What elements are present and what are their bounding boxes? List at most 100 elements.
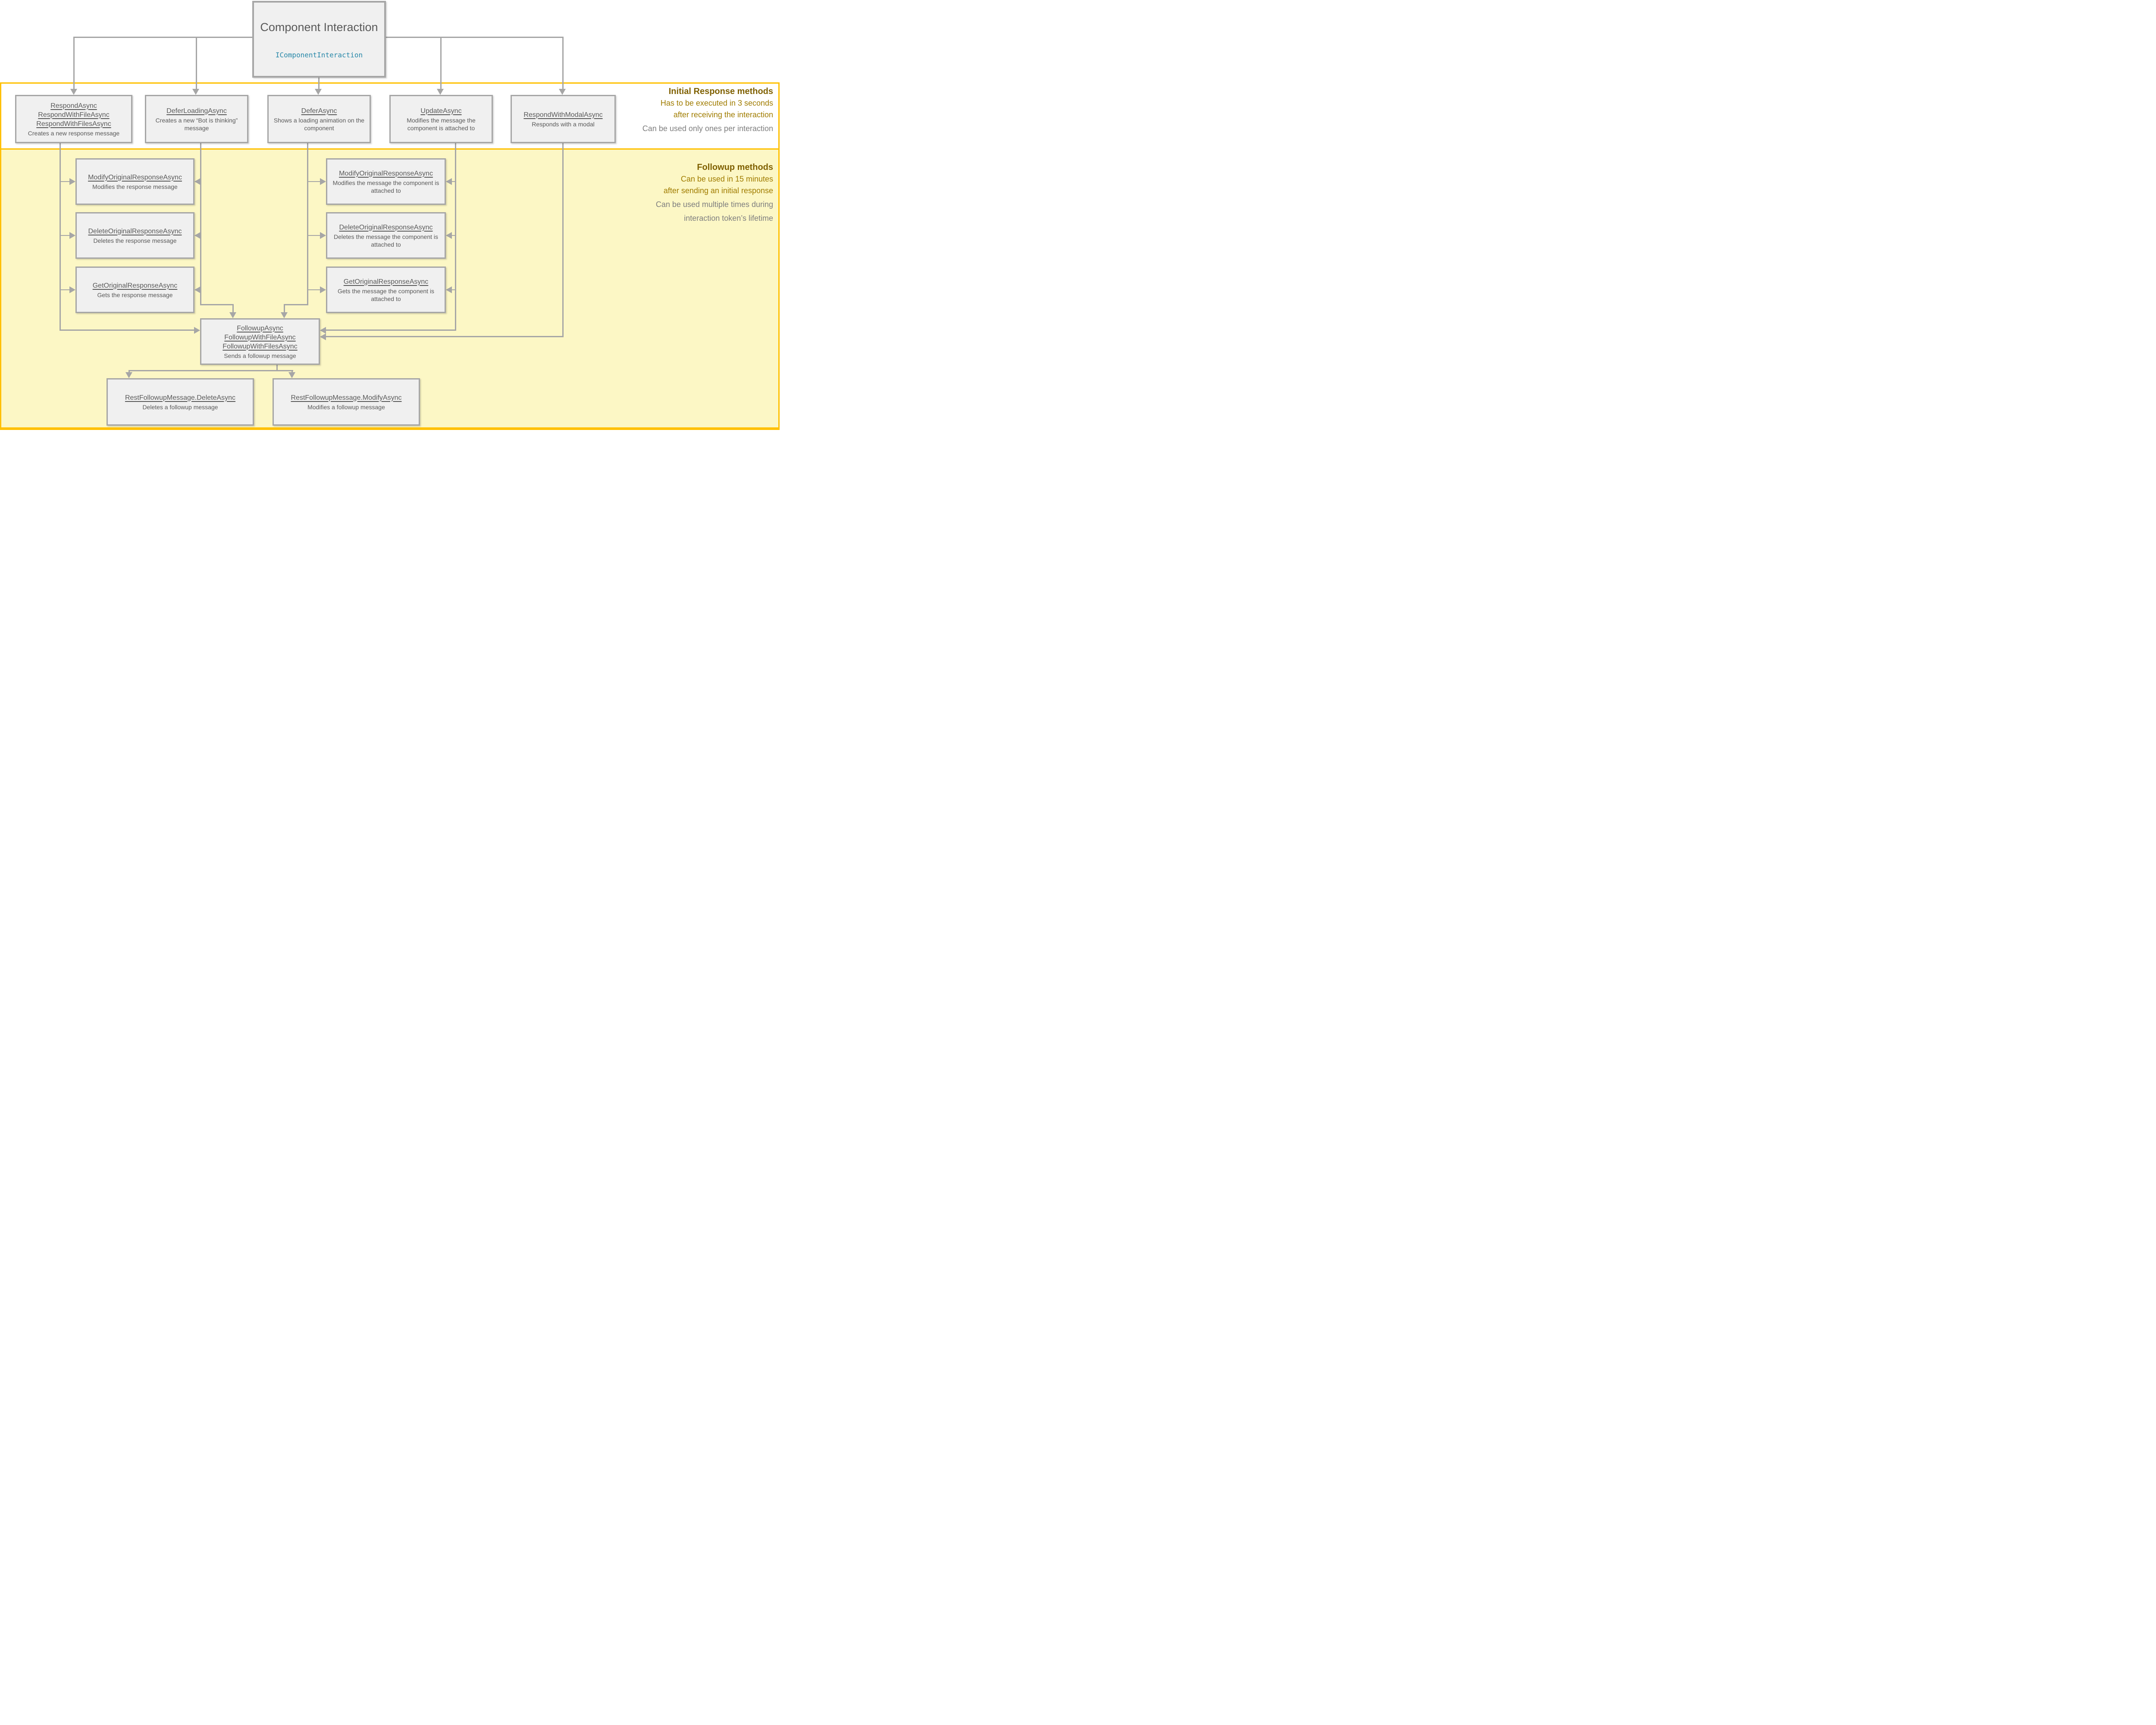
followup-note-line1: Can be used in 15 minutes [680,175,773,183]
arrowhead-right-icon [194,327,200,334]
arrowhead-down-icon [192,89,199,95]
node-respondasync: RespondAsync RespondWithFileAsync Respon… [15,95,132,143]
method-description: Responds with a modal [532,120,595,128]
node-modifyoriginalresponse-left: ModifyOriginalResponseAsync Modifies the… [75,158,194,205]
arrowhead-down-icon [315,89,322,95]
connector-trunk-modal [562,143,564,337]
arrowhead-right-icon [69,178,75,185]
method-label: GetOriginalResponseAsync [92,282,178,289]
arrowhead-left-icon [320,327,326,334]
root-node-interface: IComponentInteraction [275,51,363,59]
node-deleteoriginalresponse-left: DeleteOriginalResponseAsync Deletes the … [75,212,194,259]
method-description: Deletes the response message [93,237,177,244]
arrowhead-right-icon [69,232,75,239]
arrowhead-left-icon [320,333,326,340]
arrowhead-down-icon [229,312,236,318]
node-deleteoriginalresponse-mid: DeleteOriginalResponseAsync Deletes the … [326,212,446,259]
arrowhead-left-icon [446,232,452,239]
connector-deferasync-elbow [284,304,308,305]
method-label: FollowupWithFileAsync [224,333,296,341]
method-label: FollowupAsync [237,324,283,332]
method-label: RespondAsync [50,102,97,110]
method-description: Gets the message the component is attach… [337,287,435,302]
node-getoriginalresponse-left: GetOriginalResponseAsync Gets the respon… [75,267,194,313]
method-label: DeferAsync [301,107,337,115]
root-node-component-interaction: Component Interaction IComponentInteract… [252,1,386,78]
followup-note-gray1: Can be used multiple times during [655,200,773,209]
connector-deferloading-elbow [200,304,234,305]
method-description: Gets the response message [97,291,173,298]
method-description: Creates a new “Bot is thinking” message [155,116,238,132]
method-label: RespondWithModalAsync [523,111,603,119]
node-getoriginalresponse-mid: GetOriginalResponseAsync Gets the messag… [326,267,446,313]
connector-drop-respondasync [73,37,75,90]
method-label: DeleteOriginalResponseAsync [339,223,433,231]
connector-drop-updateasync [440,37,442,90]
arrowhead-down-icon [437,89,444,95]
connector-top-right [386,37,564,38]
connector-hub-downstub [276,365,278,371]
connector-modal-to-hub [326,336,564,337]
method-label: RespondWithFilesAsync [36,120,111,128]
followup-band-labels: Followup methods Can be used in 15 minut… [656,161,773,224]
arrowhead-right-icon [320,286,326,293]
node-deferasync: DeferAsync Shows a loading animation on … [267,95,371,143]
method-label: RestFollowupMessage.ModifyAsync [291,394,402,401]
initial-band-labels: Initial Response methods Has to be execu… [642,85,773,135]
connector-branch [61,181,69,182]
method-description: Modifies the message the component is at… [407,116,476,132]
method-label: DeleteOriginalResponseAsync [88,227,182,235]
method-label: UpdateAsync [420,107,462,115]
method-description: Modifies the response message [92,183,178,190]
connector-drop-modal [562,37,564,90]
node-updateasync: UpdateAsync Modifies the message the com… [389,95,493,143]
connector-drop-modifyfollowup [291,370,293,373]
node-deferloadingasync: DeferLoadingAsync Creates a new “Bot is … [145,95,248,143]
method-description: Deletes a followup message [142,403,218,411]
method-label: DeferLoadingAsync [166,107,227,115]
connector-branch [452,235,456,236]
arrowhead-left-icon [446,286,452,293]
arrowhead-down-icon [125,372,132,378]
arrowhead-left-icon [194,178,201,185]
connector-branch [308,181,320,182]
connector-drop-deletefollowup [128,370,130,373]
node-modifyoriginalresponse-mid: ModifyOriginalResponseAsync Modifies the… [326,158,446,205]
method-description: Modifies a followup message [307,403,385,411]
method-label: RespondWithFileAsync [38,111,110,119]
connector-trunk-respondasync [60,143,61,330]
arrowhead-left-icon [446,178,452,185]
connector-trunk-updateasync [455,143,456,331]
followup-note-line2: after sending an initial response [663,186,773,195]
connector-hub-bottom-spread [128,370,293,371]
connector-trunk-deferasync [307,143,308,305]
connector-drop-deferasync [318,78,320,90]
connector-branch [452,289,456,290]
connector-branch [308,289,320,290]
initial-methods-heading: Initial Response methods [668,87,773,96]
connector-drop-deferloading [196,37,197,90]
arrowhead-right-icon [69,286,75,293]
connector-branch [308,235,320,236]
connector-branch [61,289,69,290]
arrowhead-right-icon [320,178,326,185]
connector-trunk-deferloading [200,143,201,305]
connector-deferloading-downstub [232,304,234,314]
initial-note-line1: Has to be executed in 3 seconds [660,99,773,107]
method-label: GetOriginalResponseAsync [343,278,429,285]
connector-respondasync-to-hub [60,329,194,331]
diagram-canvas: Initial Response methods Has to be execu… [0,0,780,431]
arrowhead-right-icon [320,232,326,239]
arrowhead-down-icon [288,372,295,378]
method-description: Shows a loading animation on the compone… [273,116,365,132]
connector-branch [452,181,456,182]
initial-note-gray: Can be used only ones per interaction [642,124,773,133]
arrowhead-down-icon [559,89,566,95]
method-label: ModifyOriginalResponseAsync [339,169,433,177]
method-description: Deletes the message the component is att… [333,233,439,248]
method-description: Creates a new response message [28,129,120,137]
arrowhead-left-icon [194,232,201,239]
method-description: Modifies the message the component is at… [332,179,439,194]
node-respondwithmodalasync: RespondWithModalAsync Responds with a mo… [511,95,616,143]
initial-note-line2: after receiving the interaction [673,110,773,119]
